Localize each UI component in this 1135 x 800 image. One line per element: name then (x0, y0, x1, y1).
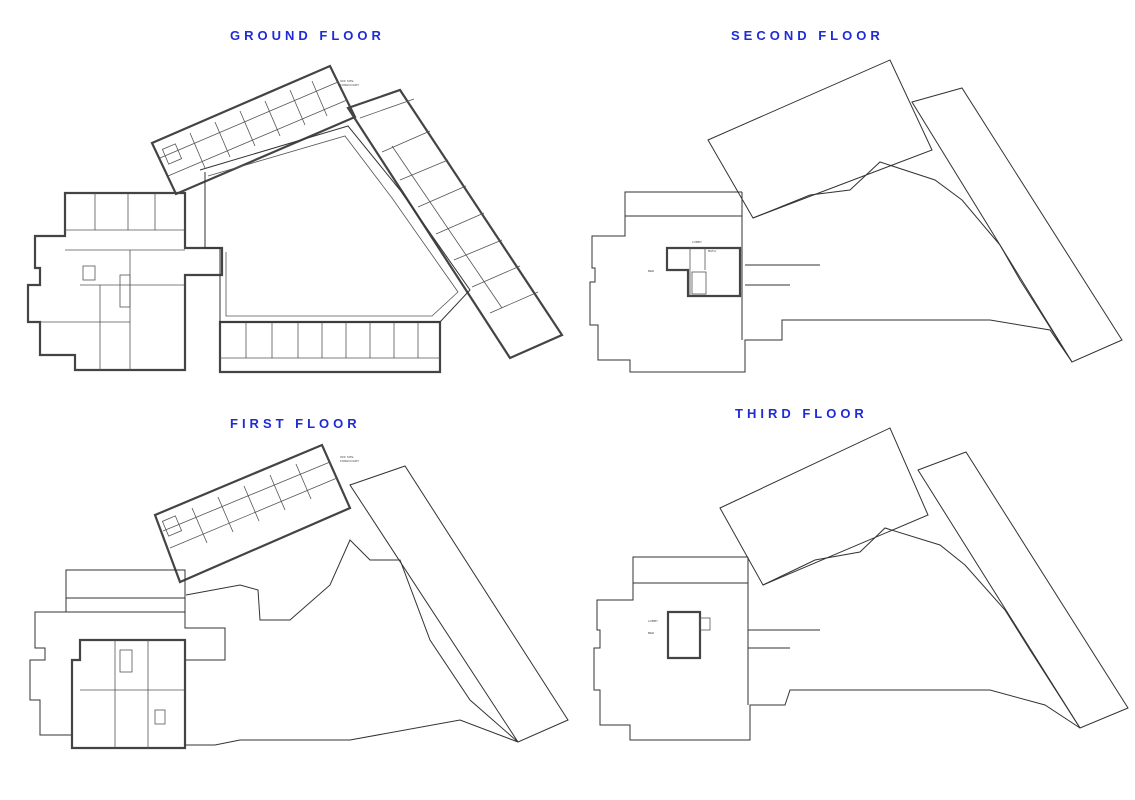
svg-text:BATH: BATH (708, 249, 716, 253)
ground-floor-plan: OFF SITE FORECOURT (26, 64, 564, 374)
svg-text:LOBBY: LOBBY (692, 240, 702, 244)
svg-text:LOBBY: LOBBY (648, 619, 658, 623)
first-floor-plan: OFF SITE FORECOURT (29, 443, 569, 750)
second-floor-title: SECOND FLOOR (731, 28, 884, 43)
svg-text:OFF SITE: OFF SITE (340, 79, 354, 83)
second-floor-plan: LOBBY BATH BED (589, 59, 1123, 373)
svg-text:BED: BED (648, 631, 655, 635)
svg-text:OFF SITE: OFF SITE (340, 455, 354, 459)
third-floor-plan: LOBBY BED (593, 427, 1129, 741)
svg-text:FORECOURT: FORECOURT (340, 83, 359, 87)
first-floor-title: FIRST FLOOR (230, 416, 361, 431)
third-floor-title: THIRD FLOOR (735, 406, 868, 421)
svg-text:FORECOURT: FORECOURT (340, 459, 359, 463)
svg-text:BED: BED (648, 269, 655, 273)
ground-floor-title: GROUND FLOOR (230, 28, 385, 43)
